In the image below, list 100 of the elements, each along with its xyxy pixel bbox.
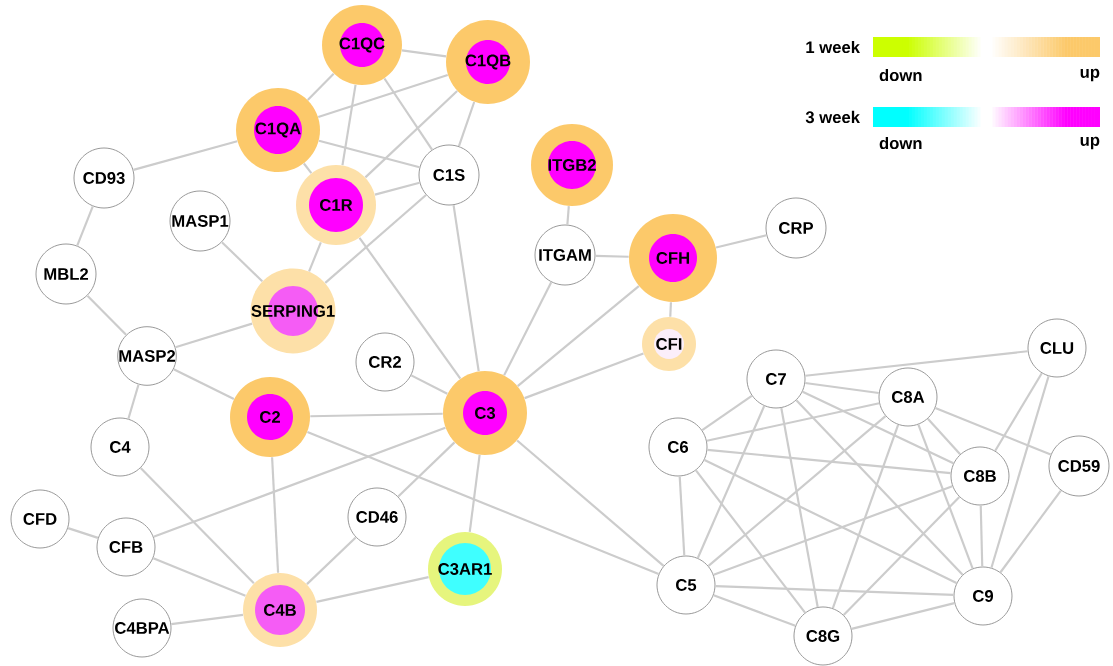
network-edge <box>401 49 447 58</box>
network-edge <box>706 402 880 442</box>
network-edge <box>999 489 1062 573</box>
network-edge <box>715 234 767 249</box>
network-edge <box>842 496 961 616</box>
network-edge <box>990 375 1050 569</box>
network-edge <box>713 485 953 576</box>
legend-label: 1 week <box>806 40 860 54</box>
gene-node: CFD <box>10 489 70 549</box>
scale-label: up <box>1080 68 1100 82</box>
network-edge <box>516 439 665 567</box>
network-edge <box>86 294 127 336</box>
gene-node: C4BPA <box>112 598 172 658</box>
network-edge <box>707 448 951 475</box>
network-edge <box>851 602 955 630</box>
gene-node: C7 <box>746 349 806 409</box>
network-edge <box>795 399 964 576</box>
network-edge <box>139 467 255 585</box>
network-edge <box>503 281 553 376</box>
network-edge <box>317 74 449 118</box>
network-edge <box>410 374 448 395</box>
network-edge <box>383 77 433 151</box>
network-edge <box>306 536 357 585</box>
network-edge <box>153 426 446 538</box>
network-edge <box>934 407 1052 456</box>
gene-node: MASP1 <box>169 190 231 252</box>
gene-node: C9 <box>953 566 1013 626</box>
gene-node: MBL2 <box>35 243 97 305</box>
network-edge <box>678 476 686 556</box>
network-edge <box>341 84 357 166</box>
network-edge <box>452 205 480 372</box>
network-edge <box>468 454 481 533</box>
network-edge <box>695 469 806 614</box>
gene-node: CD46 <box>347 487 407 547</box>
network-edge <box>696 405 766 559</box>
network-edge <box>152 557 246 597</box>
network-edge <box>457 101 476 147</box>
network-edge <box>307 72 335 101</box>
scale-label: down <box>879 136 922 150</box>
network-edge <box>316 576 429 603</box>
gene-node: C8A <box>878 367 938 427</box>
network-edge <box>524 352 644 400</box>
gene-node: MASP2 <box>117 326 177 386</box>
scale-label: up <box>1080 136 1100 150</box>
gene-node: CLU <box>1027 318 1087 378</box>
network-edge <box>310 412 443 418</box>
network-edge <box>318 139 420 169</box>
gene-node: C8G <box>793 606 853 666</box>
gene-node: C2 <box>230 377 310 457</box>
gene-node: CFI <box>642 317 696 371</box>
gene-node: ITGB2 <box>531 124 613 206</box>
network-edge <box>805 350 1028 377</box>
network-edge <box>303 162 313 174</box>
network-edge <box>324 194 427 284</box>
scale-label: down <box>879 68 922 82</box>
network-edge <box>358 237 462 380</box>
network-edge <box>669 302 673 317</box>
network-edge <box>364 90 458 179</box>
network-edge <box>173 368 235 401</box>
gene-node: CD59 <box>1048 435 1110 497</box>
network-edge <box>175 322 253 349</box>
network-edge <box>271 457 280 573</box>
gene-node: CD93 <box>73 147 135 209</box>
network-edge <box>566 206 570 225</box>
gene-node: CRP <box>765 197 827 259</box>
network-edge <box>374 181 420 196</box>
gene-node: C4 <box>90 417 150 477</box>
gene-node: C1QA <box>236 88 320 172</box>
network-edge <box>595 254 629 258</box>
gene-node: C8B <box>950 446 1010 506</box>
network-edge <box>76 205 94 247</box>
network-edge <box>127 384 140 420</box>
network-edge <box>994 372 1043 452</box>
gene-node: C1R <box>296 165 376 245</box>
gene-node: ITGAM <box>534 224 596 286</box>
network-edge <box>707 415 887 567</box>
network-edge <box>133 140 238 171</box>
network-edge <box>927 418 961 455</box>
network-edge <box>802 390 954 465</box>
network-edge <box>917 424 974 569</box>
network-edge <box>805 381 879 395</box>
network-edge <box>831 424 900 609</box>
network-edge <box>979 505 984 567</box>
network-edge <box>701 394 753 432</box>
gene-node: C1S <box>418 144 480 206</box>
network-edge <box>713 594 796 627</box>
network-edge <box>715 585 954 596</box>
legend-label: 3 week <box>805 110 860 124</box>
gene-node: CR2 <box>355 332 415 392</box>
network-edge <box>307 431 660 575</box>
network-edge <box>308 241 322 272</box>
gene-node: CFH <box>629 214 717 302</box>
network-edge <box>171 613 244 626</box>
gene-node: C4B <box>243 573 317 647</box>
gene-node: CFB <box>96 517 156 577</box>
network-edge <box>516 285 640 387</box>
gene-node: SERPING1 <box>250 268 336 354</box>
network-edge <box>221 241 263 282</box>
network-edge <box>397 441 456 498</box>
network-edge <box>67 527 99 539</box>
